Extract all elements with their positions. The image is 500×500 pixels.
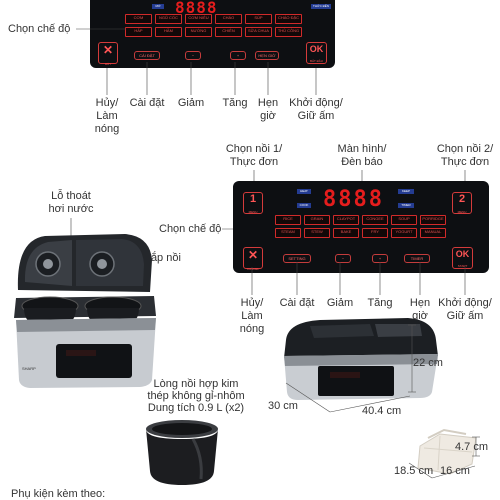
dim-height: 22 cm bbox=[413, 357, 443, 369]
mode-button[interactable]: CLAYPOT bbox=[333, 215, 359, 225]
mode-button[interactable]: CƠM bbox=[125, 14, 152, 24]
top-left-tag: MỞ bbox=[152, 4, 164, 9]
plus-icon: + bbox=[236, 53, 240, 58]
top-ok-button[interactable]: OK BẮT ĐẦU bbox=[306, 42, 327, 64]
top-display-digits: 8888 bbox=[175, 0, 218, 17]
mode-button[interactable]: GRAIN bbox=[304, 215, 330, 225]
mid-right-tag-0: KEEP bbox=[398, 189, 414, 194]
mode-button[interactable]: PORRIDGE bbox=[420, 215, 446, 225]
top-timer-button[interactable]: HẸN GIỜ bbox=[255, 51, 279, 60]
pot1-menu-button[interactable]: 1 MENU bbox=[243, 192, 263, 214]
pot1-sub: MENU bbox=[248, 210, 258, 214]
top-cancel-sub: HỦY bbox=[104, 62, 112, 66]
dim-depth: 30 cm bbox=[268, 400, 298, 412]
mid-mode-label: Chọn chế độ bbox=[159, 223, 222, 235]
rice-cooker-open-image: SHARP bbox=[14, 218, 156, 388]
pot2-label: 2 bbox=[458, 193, 466, 205]
top-right-tag: THỨC ĐẾN bbox=[311, 4, 331, 9]
mode-button[interactable]: MANUAL bbox=[420, 228, 446, 238]
top-mode-label: Chọn chế độ bbox=[8, 23, 71, 35]
minus-icon: − bbox=[341, 256, 345, 261]
mid-left-tag-0: HEAT bbox=[297, 189, 311, 194]
mid-cancel-button[interactable]: ✕ CANCEL bbox=[243, 247, 263, 271]
mid-display-digits: 8888 bbox=[323, 187, 384, 212]
pot2-menu-button[interactable]: 2 MENU bbox=[452, 192, 472, 214]
plus-icon: + bbox=[378, 256, 382, 261]
dim-width: 40.4 cm bbox=[362, 405, 402, 417]
close-icon: ✕ bbox=[247, 248, 259, 262]
pot2-sub: MENU bbox=[457, 210, 467, 214]
mode-button[interactable]: CƠM NIÊU bbox=[185, 14, 212, 24]
top-caption-start: Khởi động/Giữ ấm bbox=[289, 97, 343, 122]
accessories-heading: Phụ kiện kèm theo: bbox=[11, 488, 106, 500]
mode-button[interactable]: THỦ CÔNG bbox=[275, 27, 302, 37]
mode-button[interactable]: YOGURT bbox=[391, 228, 417, 238]
mode-button[interactable]: SOUP bbox=[391, 215, 417, 225]
mode-button[interactable]: CHÁO bbox=[215, 14, 242, 24]
mid-cancel-sub: CANCEL bbox=[246, 267, 260, 271]
top-setting-button[interactable]: CÀI ĐẶT bbox=[134, 51, 160, 60]
mid-ok-sub: START bbox=[457, 264, 468, 268]
top-decrease-button[interactable]: − bbox=[185, 51, 201, 60]
mid-caption-decrease: Giảm bbox=[326, 297, 354, 309]
rice-cooker-closed-image bbox=[284, 318, 438, 400]
mode-button[interactable]: BAKE bbox=[333, 228, 359, 238]
mid-caption-pot2: Chọn nồi 2/Thực đơn bbox=[436, 143, 494, 168]
mid-caption-start: Khởi động/Giữ ấm bbox=[438, 297, 492, 322]
lid-label: Nắp nồi bbox=[143, 252, 181, 264]
mode-button[interactable]: SỮA CHUA bbox=[245, 27, 272, 37]
close-icon: ✕ bbox=[102, 43, 114, 57]
mode-button[interactable]: NƯỚNG bbox=[185, 27, 212, 37]
inner-pot-image bbox=[146, 420, 218, 485]
mode-button[interactable]: STEW bbox=[304, 228, 330, 238]
top-ok-label: OK bbox=[309, 44, 324, 54]
mid-caption-pot1: Chọn nồi 1/Thực đơn bbox=[225, 143, 283, 168]
top-caption-increase: Tăng bbox=[222, 97, 248, 109]
rack-depth: 16 cm bbox=[440, 465, 470, 477]
rack-height: 4.7 cm bbox=[455, 441, 489, 453]
top-caption-decrease: Giảm bbox=[177, 97, 205, 109]
rack-width: 18.5 cm bbox=[394, 465, 434, 477]
mode-button[interactable]: RICE bbox=[275, 215, 301, 225]
mid-caption-screen: Màn hình/Đèn báo bbox=[337, 143, 387, 168]
cooker-brand: SHARP bbox=[22, 366, 36, 371]
mid-timer-button[interactable]: TIMER bbox=[404, 254, 430, 263]
steam-rack-image bbox=[417, 428, 477, 475]
mid-ok-label: OK bbox=[455, 249, 470, 259]
top-ok-sub: BẮT ĐẦU bbox=[310, 59, 323, 63]
top-cancel-button[interactable]: ✕ HỦY bbox=[98, 42, 118, 66]
minus-icon: − bbox=[191, 53, 195, 58]
mode-button[interactable]: SÚP bbox=[245, 14, 272, 24]
mode-button[interactable]: FRY bbox=[362, 228, 388, 238]
mode-button[interactable]: STEAM bbox=[275, 228, 301, 238]
mid-left-tag-1: COOK bbox=[297, 203, 311, 208]
mode-button[interactable]: HẦM bbox=[155, 27, 182, 37]
mode-button[interactable]: CHIÊN bbox=[215, 27, 242, 37]
top-caption-setting: Cài đặt bbox=[129, 97, 165, 109]
mid-ok-button[interactable]: OK START bbox=[452, 247, 473, 269]
mode-button[interactable]: NGŨ CỐC bbox=[155, 14, 182, 24]
mode-button[interactable]: HẤP bbox=[125, 27, 152, 37]
mid-right-tag-1: TIMER bbox=[398, 203, 414, 208]
mode-button[interactable]: CHÁO ĐẶC bbox=[275, 14, 302, 24]
top-increase-button[interactable]: + bbox=[230, 51, 246, 60]
mid-caption-setting: Cài đặt bbox=[279, 297, 315, 309]
mid-caption-increase: Tăng bbox=[367, 297, 393, 309]
pot1-label: 1 bbox=[249, 193, 257, 205]
mode-button[interactable]: CONGEE bbox=[362, 215, 388, 225]
mid-decrease-button[interactable]: − bbox=[335, 254, 351, 263]
